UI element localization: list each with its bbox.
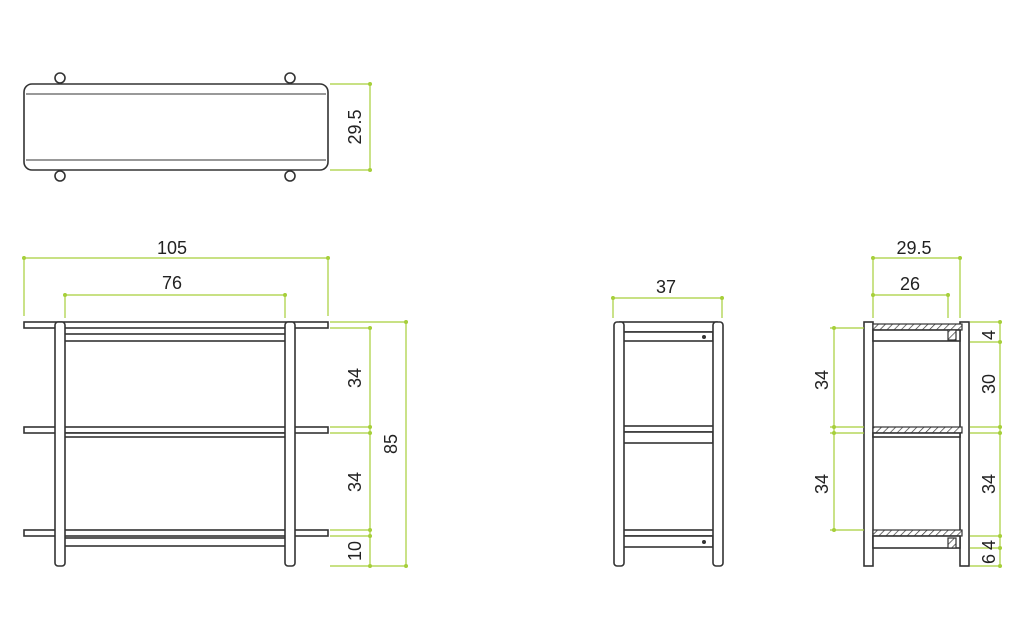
side-leg-back [712,321,724,567]
side-leg-front [613,321,625,567]
dim-label-front-inner-width: 76 [162,273,182,293]
side-bolt-top [702,335,706,339]
top-view: 29.5 [23,72,372,182]
dim-top-view-depth: 29.5 [330,82,372,172]
top-view-shelf-board [23,83,329,171]
dim-label-section-left-lower: 34 [812,474,832,494]
dim-label-section-right-lower: 34 [979,474,999,494]
side-rail-bottom [622,535,714,548]
front-view: 105 76 34 [22,238,408,568]
section-view: 29.5 26 34 34 [812,238,1002,568]
dim-label-section-left-upper: 34 [812,370,832,390]
dim-label-section-right-bottom-b: 4 [979,540,999,550]
dim-front-total-width: 105 [22,238,330,316]
section-leg-right [959,321,970,567]
dim-label-section-right-top: 4 [979,330,999,340]
front-shelf-bottom [23,529,329,537]
dim-label-section-right-bottom-a: 6 [979,554,999,564]
top-view-post-bottom-left [54,170,66,182]
section-shelf-top [872,323,963,331]
section-shelf-bottom [872,529,963,537]
dim-label-front-gap-lower: 34 [345,472,365,492]
side-bolt-bottom [702,540,706,544]
top-view-post-top-right [284,72,296,84]
dim-label-section-inner-depth: 26 [900,274,920,294]
front-shelf-middle [23,426,329,434]
front-leg-right [284,321,296,567]
dim-label-section-outer-depth: 29.5 [896,238,931,258]
dim-label-front-total-height: 85 [381,434,401,454]
dim-section-outer-depth: 29.5 [871,238,962,318]
side-view: 37 [611,277,724,567]
section-leg-left [863,321,874,567]
front-leg-left [54,321,66,567]
side-rail-middle [622,431,714,444]
side-rail-top [622,331,714,342]
dim-section-right-chain: 4 30 34 6 4 [970,320,1002,568]
dim-section-left-chain: 34 34 [812,326,864,532]
dim-label-top-depth: 29.5 [345,109,365,144]
dim-label-side-width: 37 [656,277,676,297]
dim-label-front-bottom-clearance: 10 [345,541,365,561]
dim-section-inner-depth: 26 [871,274,950,318]
dim-side-width: 37 [611,277,724,318]
front-shelf-top [23,321,329,329]
top-view-post-bottom-right [284,170,296,182]
dim-front-inner-width: 76 [63,273,287,318]
dim-label-section-right-upper: 30 [979,374,999,394]
section-shelf-middle [872,426,963,434]
top-view-post-top-left [54,72,66,84]
dim-front-height-chain: 34 34 10 85 [330,320,408,568]
dim-label-front-gap-upper: 34 [345,368,365,388]
dim-label-front-total-width: 105 [157,238,187,258]
